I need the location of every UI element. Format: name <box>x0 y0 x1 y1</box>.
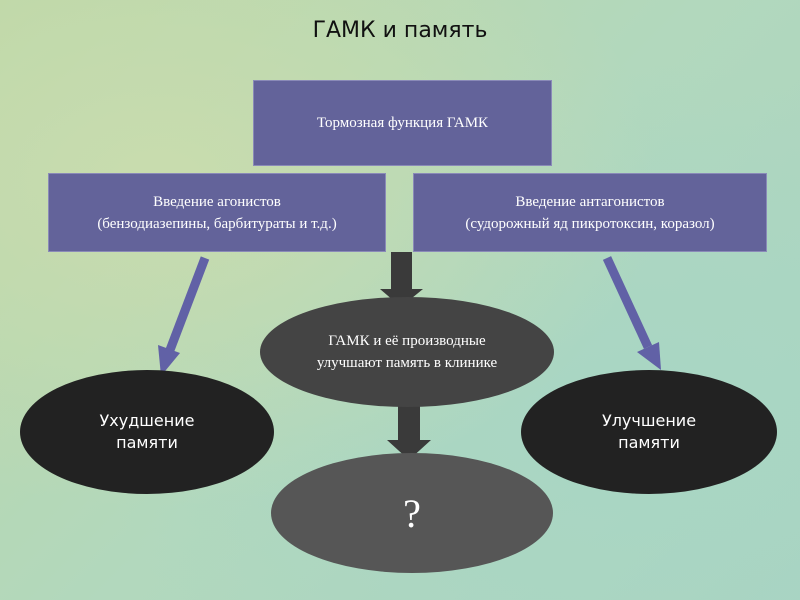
gaba-improves-memory-oval: ГАМК и её производные улучшают память в … <box>260 297 554 407</box>
antagonists-box: Введение антагонистов (судорожный яд пик… <box>413 173 767 252</box>
unknown-outcome-oval: ? <box>271 453 553 573</box>
inhibitory-function-box: Тормозная функция ГАМК <box>253 80 552 166</box>
center-oval-line2: улучшают память в клинике <box>316 355 498 371</box>
antagonists-examples: (судорожный яд пикротоксин, коразол) <box>465 215 715 232</box>
right-blue-arrow <box>602 256 661 370</box>
question-mark: ? <box>403 490 421 536</box>
agonists-title: Введение агонистов <box>153 193 281 210</box>
right-oval-line2: памяти <box>618 433 680 452</box>
inhibitory-function-label: Тормозная функция ГАМК <box>316 115 489 131</box>
left-oval-line2: памяти <box>116 433 178 452</box>
memory-improvement-oval: Улучшение памяти <box>521 370 777 494</box>
agonists-examples: (бензодиазепины, барбитураты и т.д.) <box>97 215 337 232</box>
antagonists-title: Введение антагонистов <box>515 193 665 210</box>
slide-title: ГАМК и память <box>312 18 488 43</box>
left-blue-arrow <box>158 256 210 376</box>
center-oval-line1: ГАМК и её производные <box>328 333 486 349</box>
memory-impairment-oval: Ухудшение памяти <box>20 370 274 494</box>
agonists-box: Введение агонистов (бензодиазепины, барб… <box>48 173 386 252</box>
right-oval-line1: Улучшение <box>601 411 697 430</box>
left-oval-line1: Ухудшение <box>99 411 195 430</box>
down-arrow-bottom <box>387 406 431 460</box>
down-arrow-top <box>380 252 423 307</box>
